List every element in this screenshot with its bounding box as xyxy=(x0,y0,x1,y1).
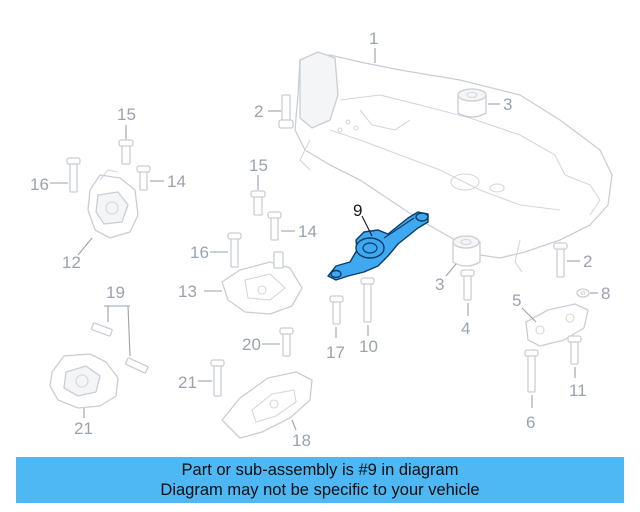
callout-12: 12 xyxy=(62,253,81,272)
bolt-part-4[interactable] xyxy=(460,269,475,301)
torque-rod-part-9[interactable] xyxy=(327,211,429,281)
banner-part-line: Part or sub-assembly is #9 in diagram xyxy=(181,461,459,479)
transmission-mount-part-17[interactable] xyxy=(49,353,119,409)
callout-6: 11 xyxy=(569,381,587,400)
bolt-part-15-left[interactable] xyxy=(118,139,134,165)
bolt-part-16-left[interactable] xyxy=(66,157,81,193)
callout-3-lower: 3 xyxy=(435,275,444,294)
bracket-part-5[interactable] xyxy=(525,303,589,347)
callout-14-left: 14 xyxy=(167,172,186,191)
bolt-part-2-right[interactable] xyxy=(553,242,568,278)
bracket-part-13[interactable] xyxy=(221,251,303,315)
callout-2-right: 2 xyxy=(583,252,592,271)
bolt-part-19-a[interactable] xyxy=(90,322,113,337)
callout-5: 5 xyxy=(512,291,521,310)
bushing-part-3-lower[interactable] xyxy=(452,235,481,267)
callout-21: 21 xyxy=(178,373,197,392)
callout-8: 8 xyxy=(601,284,610,303)
bushing-part-3-top[interactable] xyxy=(457,88,487,118)
engine-mount-part-12[interactable] xyxy=(87,169,139,239)
callout-18: 18 xyxy=(292,431,311,450)
callout-10: 17 xyxy=(326,343,345,362)
bolt-part-19-b[interactable] xyxy=(125,357,149,374)
washer-part-8[interactable] xyxy=(576,288,590,298)
callout-13: 13 xyxy=(178,282,197,301)
info-banner: Part or sub-assembly is #9 in diagram Di… xyxy=(16,457,624,503)
callout-9: 9 xyxy=(353,201,362,220)
subframe-part-1[interactable] xyxy=(294,51,613,273)
callout-15-left: 15 xyxy=(117,105,136,124)
bolt-part-21[interactable] xyxy=(210,359,225,397)
bracket-part-18[interactable] xyxy=(221,371,313,439)
bolt-part-20[interactable] xyxy=(279,327,294,357)
callout-2-top: 2 xyxy=(254,102,263,121)
bolt-part-10[interactable] xyxy=(329,295,344,325)
callout-4: 4 xyxy=(461,319,470,338)
callout-3-top: 3 xyxy=(503,95,512,114)
callout-1: 1 xyxy=(369,29,378,48)
banner-disclaimer-line: Diagram may not be specific to your vehi… xyxy=(160,481,480,499)
callout-16-mid: 16 xyxy=(190,243,209,262)
stud-part-14-mid[interactable] xyxy=(267,211,282,241)
bolt-part-11[interactable] xyxy=(360,277,375,323)
callout-16-left: 16 xyxy=(30,175,49,194)
callout-20: 20 xyxy=(242,335,261,354)
callout-17: 21 xyxy=(74,419,93,438)
stud-part-14-left[interactable] xyxy=(136,165,151,191)
bolt-part-16-mid[interactable] xyxy=(227,232,242,268)
parts-diagram: 1 2 3 15 16 14 12 15 xyxy=(30,29,613,450)
callout-15-mid: 15 xyxy=(249,156,268,175)
bolt-part-2[interactable] xyxy=(278,94,294,129)
bolt-part-6[interactable] xyxy=(567,335,582,365)
callout-19: 19 xyxy=(106,283,125,302)
callout-7: 6 xyxy=(526,413,535,432)
callout-11: 10 xyxy=(359,337,378,356)
bolt-part-7[interactable] xyxy=(524,349,539,393)
bolt-part-15-mid[interactable] xyxy=(250,190,266,216)
callout-14-mid: 14 xyxy=(298,222,317,241)
